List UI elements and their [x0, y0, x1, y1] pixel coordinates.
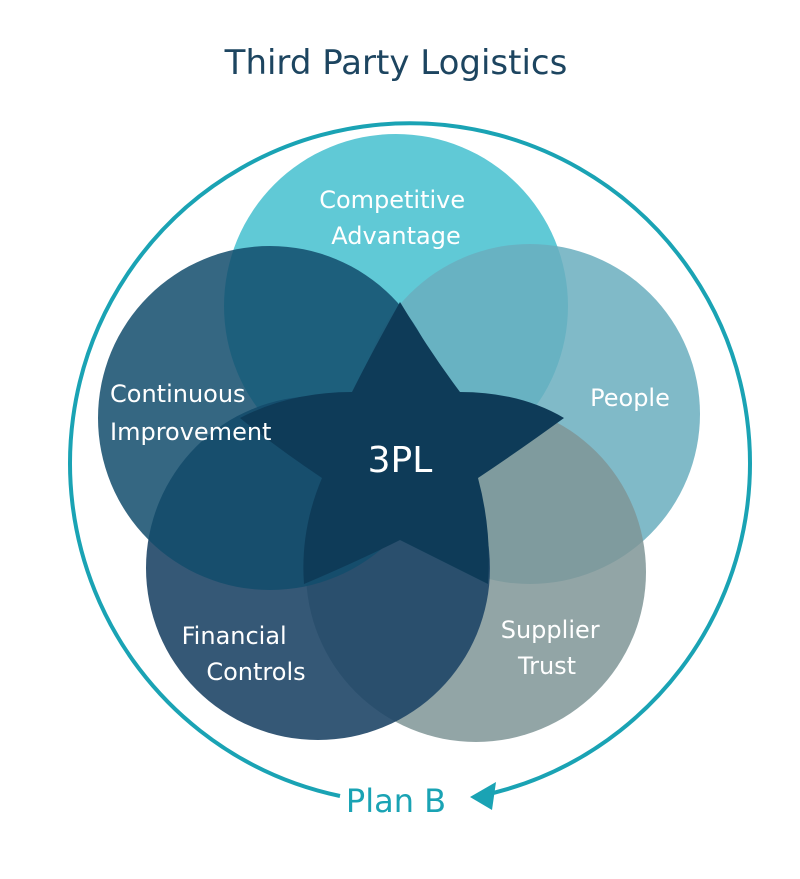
cycle-arrowhead-icon: [470, 782, 496, 810]
center-label: 3PL: [368, 440, 433, 481]
petal-label-people: People: [590, 384, 670, 412]
center-star: [240, 302, 564, 584]
petal-label-financial-controls: Financial Controls: [182, 622, 306, 686]
petal-label-competitive-advantage: Competitive Advantage: [319, 186, 473, 250]
diagram-title: Third Party Logistics: [224, 43, 568, 83]
petal-label-continuous-improvement: Continuous Improvement: [110, 380, 271, 446]
cycle-ring: [68, 121, 752, 798]
cycle-label: Plan B: [346, 782, 446, 820]
petal-label-supplier-trust: Supplier Trust: [501, 616, 608, 680]
